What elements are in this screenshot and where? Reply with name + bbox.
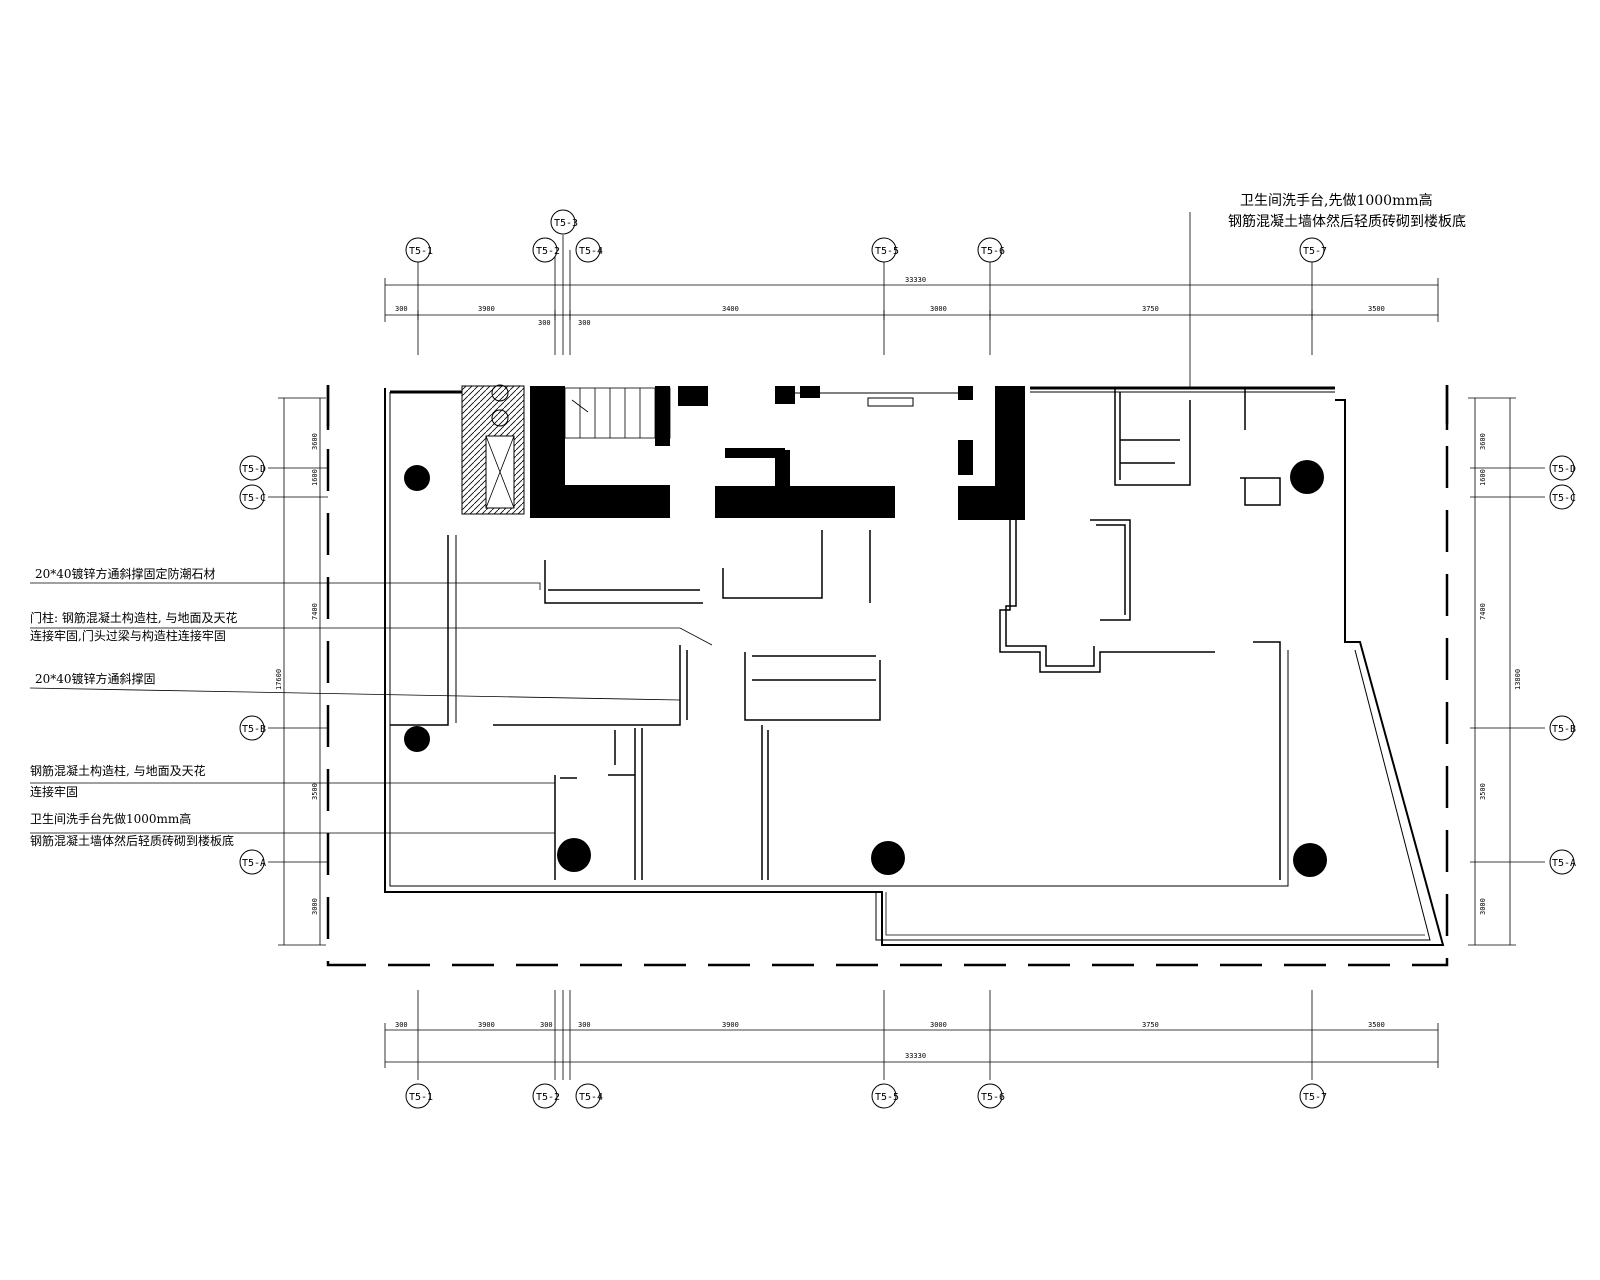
axis-bubbles-left <box>239 455 265 875</box>
top-dimension-chain <box>384 278 1439 322</box>
top-dim-5: 3400 <box>722 305 739 313</box>
note-left-3: 20*40镀锌方通斜撑固 <box>35 671 156 686</box>
bottom-dim-1: 300 <box>395 1021 408 1029</box>
axis-label-top-2: T5-2 <box>536 246 560 257</box>
pipe-circle <box>491 384 509 402</box>
axis-label-right-4: T5-A <box>1552 858 1576 869</box>
axis-label-left-4: T5-A <box>242 858 266 869</box>
axis-label-top-3: T5-3 <box>554 218 578 229</box>
left-dim-3: 7400 <box>311 603 319 620</box>
bottom-dim-3: 300 <box>540 1021 553 1029</box>
note-left-4b: 连接牢固 <box>30 784 78 799</box>
note-left-1: 20*40镀锌方通斜撑固定防潮石材 <box>35 566 216 581</box>
right-dim-2: 1600 <box>1479 469 1487 486</box>
axis-bubbles-top <box>405 209 1325 263</box>
axis-bubbles-bottom <box>405 1083 1325 1109</box>
top-dim-3: 300 <box>538 319 551 327</box>
right-total-dim: 13800 <box>1514 669 1522 690</box>
building-walls <box>384 386 1445 946</box>
top-dim-8: 3500 <box>1368 305 1385 313</box>
bottom-dim-7: 3750 <box>1142 1021 1159 1029</box>
facade-line <box>795 391 1335 407</box>
axis-label-left-1: T5-D <box>242 464 266 475</box>
axis-label-top-5: T5-5 <box>875 246 899 257</box>
axis-bubbles-right <box>1549 455 1575 875</box>
bottom-dimension-chain <box>384 1023 1439 1068</box>
axis-label-right-3: T5-B <box>1552 724 1576 735</box>
top-dim-2: 3900 <box>478 305 495 313</box>
note-left-5a: 卫生间洗手台先做1000mm高 <box>30 811 191 826</box>
axis-label-bottom-2: T5-2 <box>536 1092 560 1103</box>
left-dim-2: 1600 <box>311 469 319 486</box>
note-leaders <box>29 212 1191 834</box>
axis-label-left-3: T5-B <box>242 724 266 735</box>
left-total-dim: 17600 <box>275 669 283 690</box>
axis-label-top-1: T5-1 <box>409 246 433 257</box>
axis-label-right-1: T5-D <box>1552 464 1576 475</box>
bottom-dim-4: 300 <box>578 1021 591 1029</box>
left-dim-4: 3500 <box>311 783 319 800</box>
top-dim-4: 300 <box>578 319 591 327</box>
interior-partitions <box>493 388 1281 880</box>
axis-label-bottom-6: T5-7 <box>1303 1092 1327 1103</box>
note-left-2b: 连接牢固,门头过梁与构造柱连接牢固 <box>30 628 226 643</box>
bottom-dim-5: 3900 <box>722 1021 739 1029</box>
top-dim-7: 3750 <box>1142 305 1159 313</box>
axis-label-bottom-5: T5-6 <box>981 1092 1005 1103</box>
note-left-4a: 钢筋混凝土构造柱, 与地面及天花 <box>30 763 206 778</box>
right-dim-5: 3000 <box>1479 898 1487 915</box>
axis-label-bottom-1: T5-1 <box>409 1092 433 1103</box>
axis-label-top-6: T5-6 <box>981 246 1005 257</box>
left-dim-1: 3600 <box>311 433 319 450</box>
axis-label-top-4: T5-4 <box>579 246 603 257</box>
outer-boundary-dashed <box>326 385 1449 967</box>
stair <box>564 387 671 439</box>
note-top-right-2: 钢筋混凝土墙体然后轻质砖砌到楼板底 <box>1228 213 1466 230</box>
axis-label-bottom-3: T5-4 <box>579 1092 603 1103</box>
pipe-circle <box>491 409 509 427</box>
top-dim-1: 300 <box>395 305 408 313</box>
left-dimension-chain <box>278 397 326 946</box>
note-top-right-1: 卫生间洗手台,先做1000mm高 <box>1240 192 1433 209</box>
axis-label-top-7: T5-7 <box>1303 246 1327 257</box>
axis-label-left-2: T5-C <box>242 493 266 504</box>
left-dim-5: 3000 <box>311 898 319 915</box>
concrete-structure <box>404 386 1327 877</box>
top-dim-6: 3000 <box>930 305 947 313</box>
top-total-dimension: 33330 <box>905 276 926 284</box>
right-dim-4: 3500 <box>1479 783 1487 800</box>
right-dim-1: 3600 <box>1479 433 1487 450</box>
bottom-total-dimension: 33330 <box>905 1052 926 1060</box>
note-left-5b: 钢筋混凝土墙体然后轻质砖砌到楼板底 <box>30 833 234 848</box>
bottom-dim-6: 3000 <box>930 1021 947 1029</box>
axis-label-bottom-4: T5-5 <box>875 1092 899 1103</box>
right-dimension-chain <box>1468 397 1516 946</box>
right-dim-3: 7400 <box>1479 603 1487 620</box>
axis-extension-lines <box>268 235 1545 1080</box>
bottom-dim-2: 3900 <box>478 1021 495 1029</box>
note-left-2a: 门柱: 钢筋混凝土构造柱, 与地面及天花 <box>30 610 238 625</box>
axis-label-right-2: T5-C <box>1552 493 1576 504</box>
bottom-dim-8: 3500 <box>1368 1021 1385 1029</box>
